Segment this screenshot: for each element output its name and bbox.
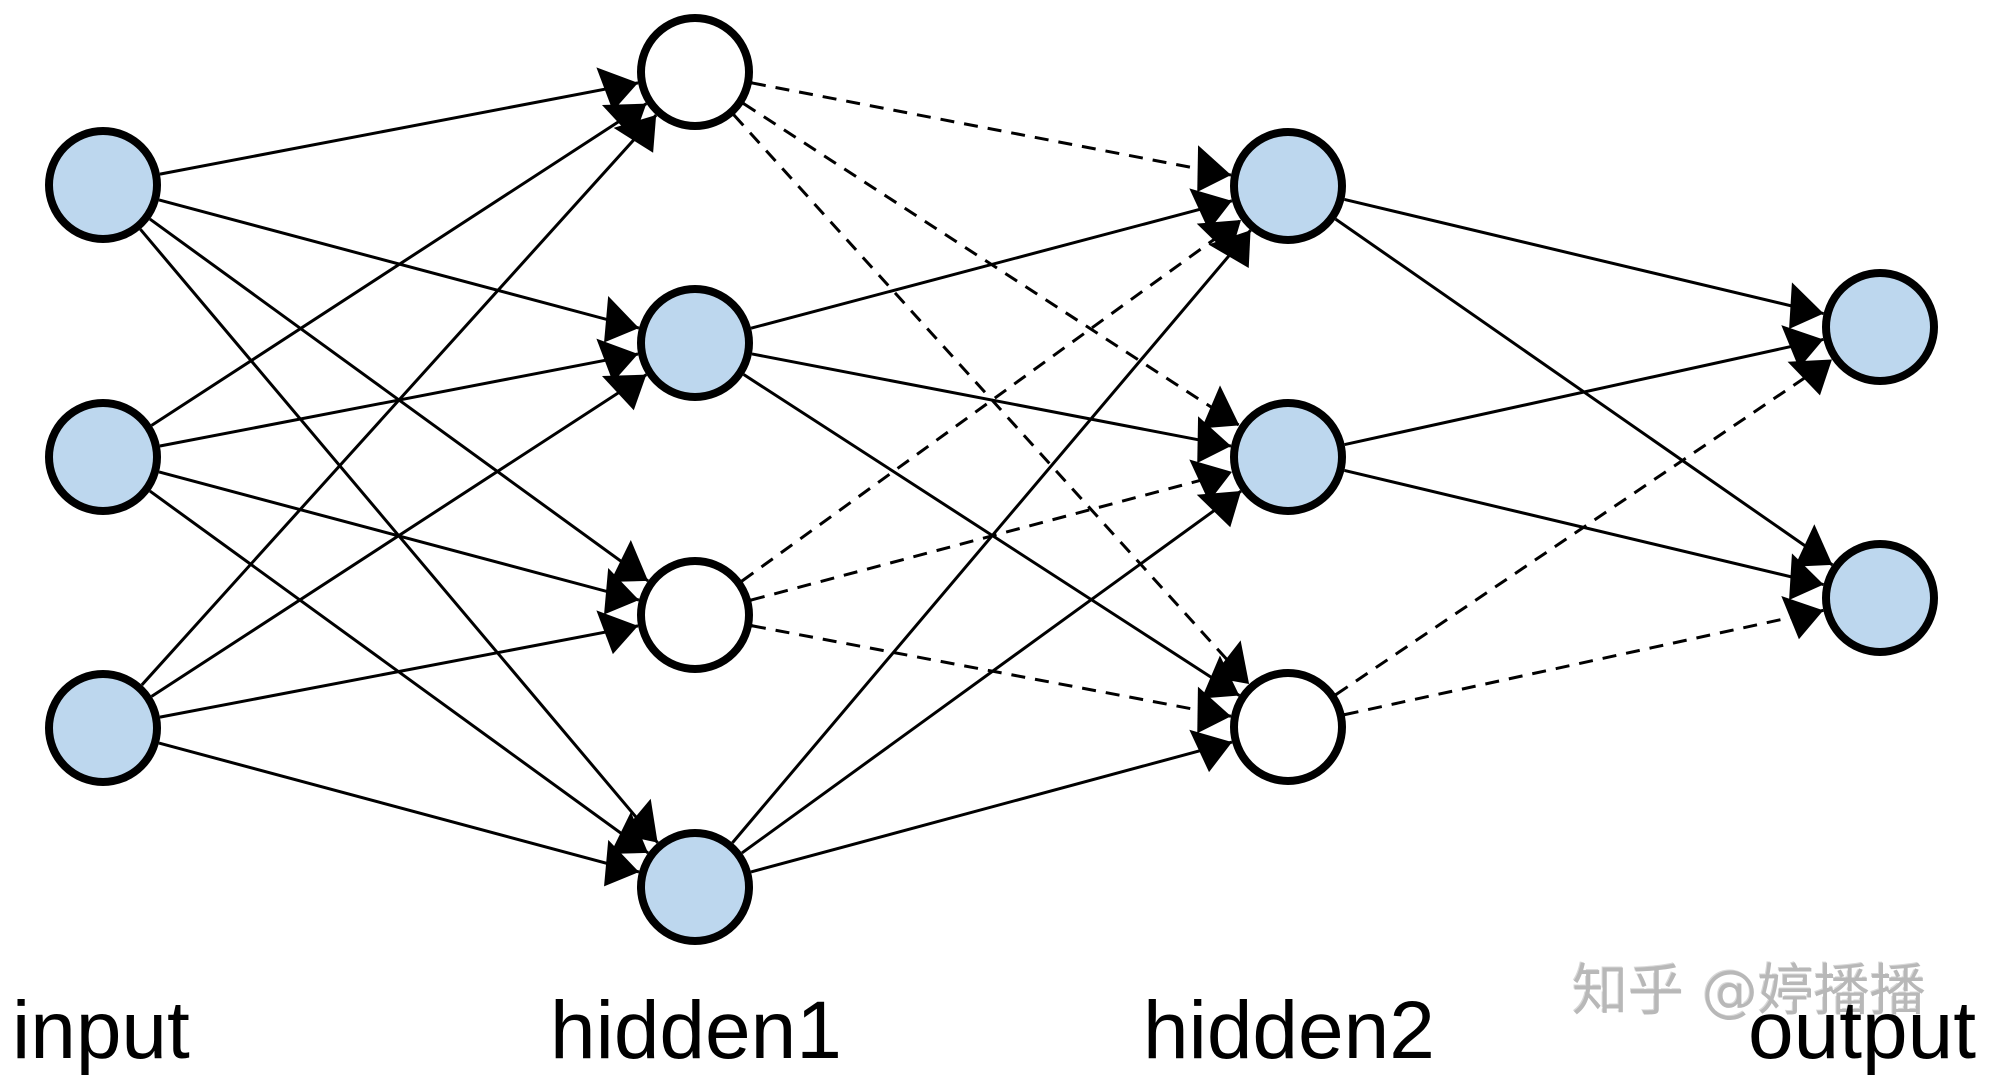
node-output-0 [1822,269,1938,385]
node-input-1 [45,399,161,515]
edge-hidden1-0-to-hidden2-2 [720,101,1251,686]
edge-hidden2-0-to-output-0 [1344,197,1824,329]
edge-input-2-to-hidden1-3 [158,741,640,887]
node-hidden2-0 [1230,128,1346,244]
node-output-1 [1822,540,1938,656]
edge-hidden1-1-to-hidden2-1 [751,352,1232,463]
nodes-group [45,14,1938,945]
edge-hidden1-3-to-hidden2-2 [750,729,1233,874]
edge-input-2-to-hidden1-0 [140,114,658,686]
node-hidden1-0-dropped [637,14,753,130]
edge-input-1-to-hidden1-0 [150,102,648,427]
edge-hidden1-3-to-hidden2-0 [731,229,1252,844]
edge-hidden2-1-to-output-0 [1344,325,1824,447]
node-hidden2-1 [1230,399,1346,515]
node-hidden1-2-dropped [637,557,753,673]
node-hidden2-2-dropped [1230,669,1346,785]
edge-input-2-to-hidden1-2 [159,610,639,719]
edge-input-2-to-hidden1-1 [150,373,648,698]
edge-hidden2-2-to-output-1 [1330,595,1824,726]
edges-group [139,67,1834,887]
watermark: 知乎 @婷播播 [1572,959,1926,1024]
edge-hidden1-0-to-hidden2-0 [738,72,1232,192]
edge-hidden1-3-to-hidden2-1 [741,489,1242,855]
layer-label-hidden1: hidden1 [550,985,842,1076]
node-hidden1-1 [637,285,753,401]
edge-hidden1-1-to-hidden2-0 [750,188,1233,330]
node-input-0 [45,127,161,243]
edge-hidden2-2-to-output-0 [1322,358,1833,708]
node-input-2 [45,670,161,786]
edge-hidden1-2-to-hidden2-0 [728,218,1242,595]
node-hidden1-3 [637,829,753,945]
layer-label-hidden2: hidden2 [1143,985,1435,1076]
layer-label-input: input [12,985,190,1076]
layer-label-output: output [1748,985,1976,1076]
edge-input-0-to-hidden1-0 [159,67,639,176]
